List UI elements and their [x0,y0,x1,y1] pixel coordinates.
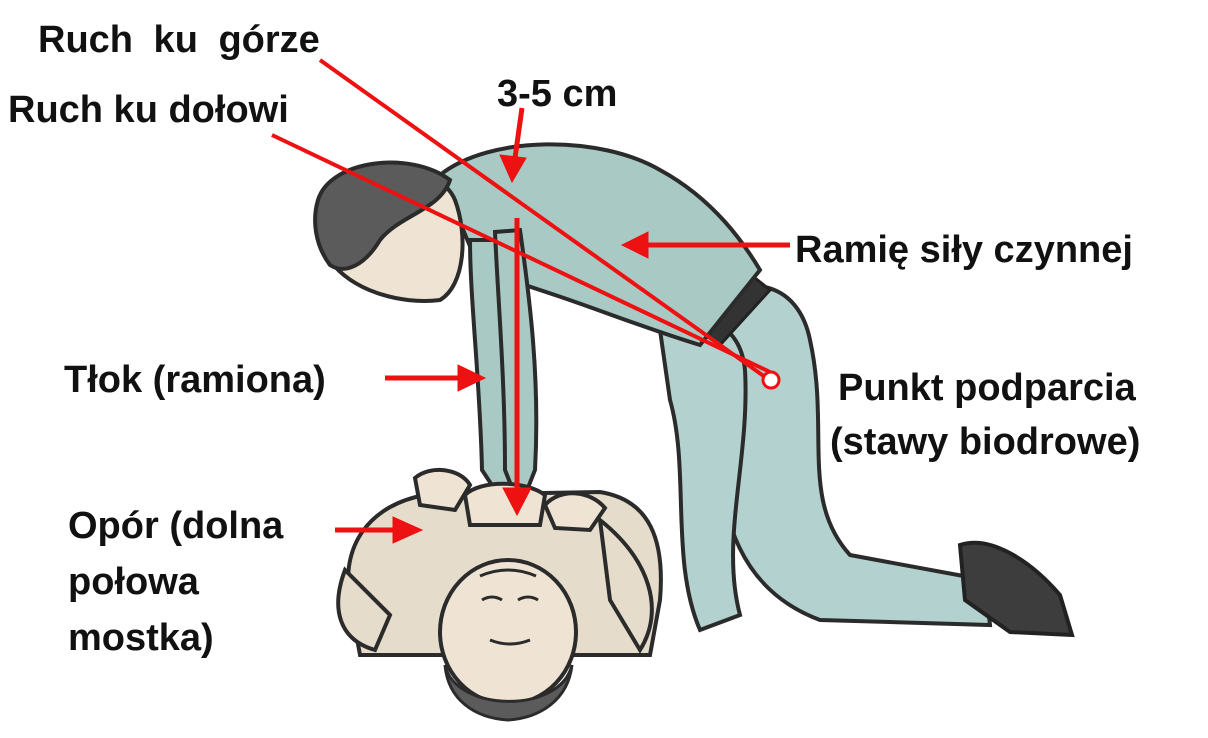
label-upward-motion: Ruch ku górze [38,18,320,62]
label-resistance-line3: mostka) [68,616,214,660]
label-downward-motion: Ruch ku dołowi [8,88,289,132]
label-resistance-line1: Opór (dolna [68,504,283,548]
label-piston-arms: Tłok (ramiona) [64,358,326,402]
label-fulcrum-line1: Punkt podparcia [838,366,1136,410]
fulcrum-marker [763,372,779,388]
patient-head [440,560,576,704]
label-fulcrum-line2: (stawy biodrowe) [830,420,1140,464]
label-effort-arm: Ramię siły czynnej [795,228,1133,272]
label-compression-depth: 3-5 cm [497,72,617,116]
patient-hand-right [545,493,605,530]
label-resistance-line2: połowa [68,560,199,604]
rescuer-leg-front [660,320,746,630]
